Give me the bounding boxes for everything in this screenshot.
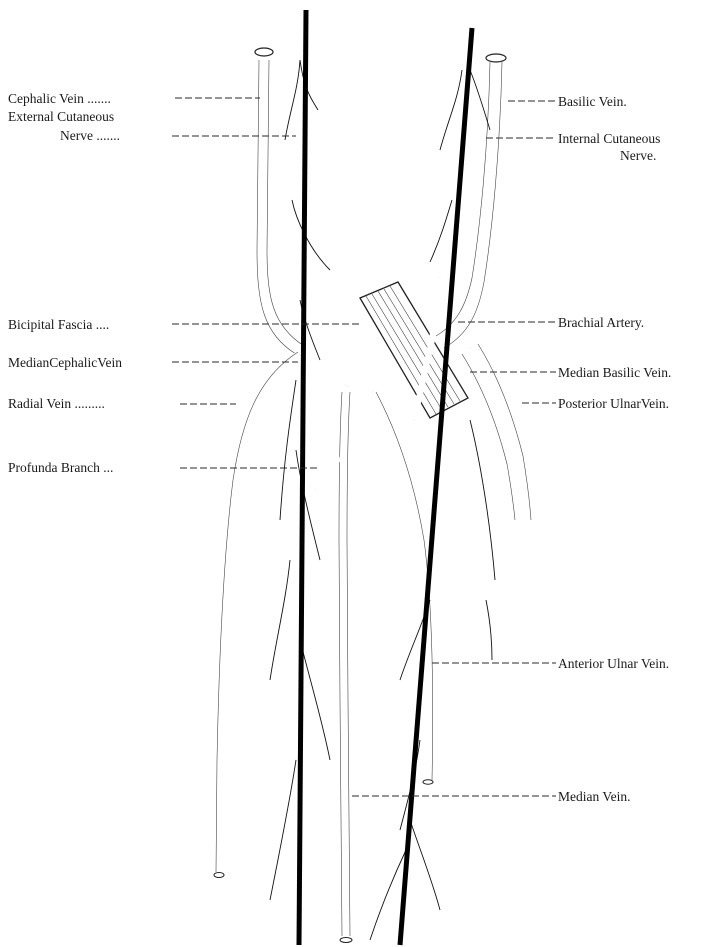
leader-lines (172, 98, 556, 796)
label-external-cutaneous-nerve-line2: Nerve ....... (60, 128, 120, 143)
label-basilic-vein: Basilic Vein. (558, 94, 627, 109)
label-posterior-ulnar-vein: Posterior UlnarVein. (558, 396, 669, 411)
left-probe (299, 10, 306, 945)
label-bicipital-fascia: Bicipital Fascia .... (8, 317, 109, 332)
label-median-basilic-vein: Median Basilic Vein. (558, 365, 671, 380)
label-median-cephalic-vein: MedianCephalicVein (8, 355, 122, 370)
probe-needles (299, 10, 472, 945)
posterior-ulnar-vein (462, 344, 531, 522)
label-radial-vein: Radial Vein ......... (8, 396, 105, 411)
label-anterior-ulnar-vein: Anterior Ulnar Vein. (558, 656, 669, 671)
median-vein (339, 388, 352, 943)
label-profunda-branch: Profunda Branch ... (8, 460, 113, 475)
label-median-vein: Median Vein. (558, 789, 631, 804)
labels-right: Basilic Vein. Internal Cutaneous Nerve. … (558, 94, 671, 804)
label-internal-cutaneous-nerve-line1: Internal Cutaneous (558, 131, 660, 146)
label-cephalic-vein: Cephalic Vein ....... (8, 91, 111, 106)
label-external-cutaneous-nerve-line1: External Cutaneous (8, 109, 114, 124)
anterior-ulnar-vein (372, 392, 433, 784)
label-brachial-artery: Brachial Artery. (558, 315, 644, 330)
profunda-branch (315, 458, 340, 490)
vessels (214, 48, 531, 943)
radial-vein (214, 352, 300, 878)
label-internal-cutaneous-nerve-line2: Nerve. (620, 148, 656, 163)
labels-left: Cephalic Vein ....... External Cutaneous… (8, 91, 122, 475)
cephalic-vein (255, 48, 345, 385)
